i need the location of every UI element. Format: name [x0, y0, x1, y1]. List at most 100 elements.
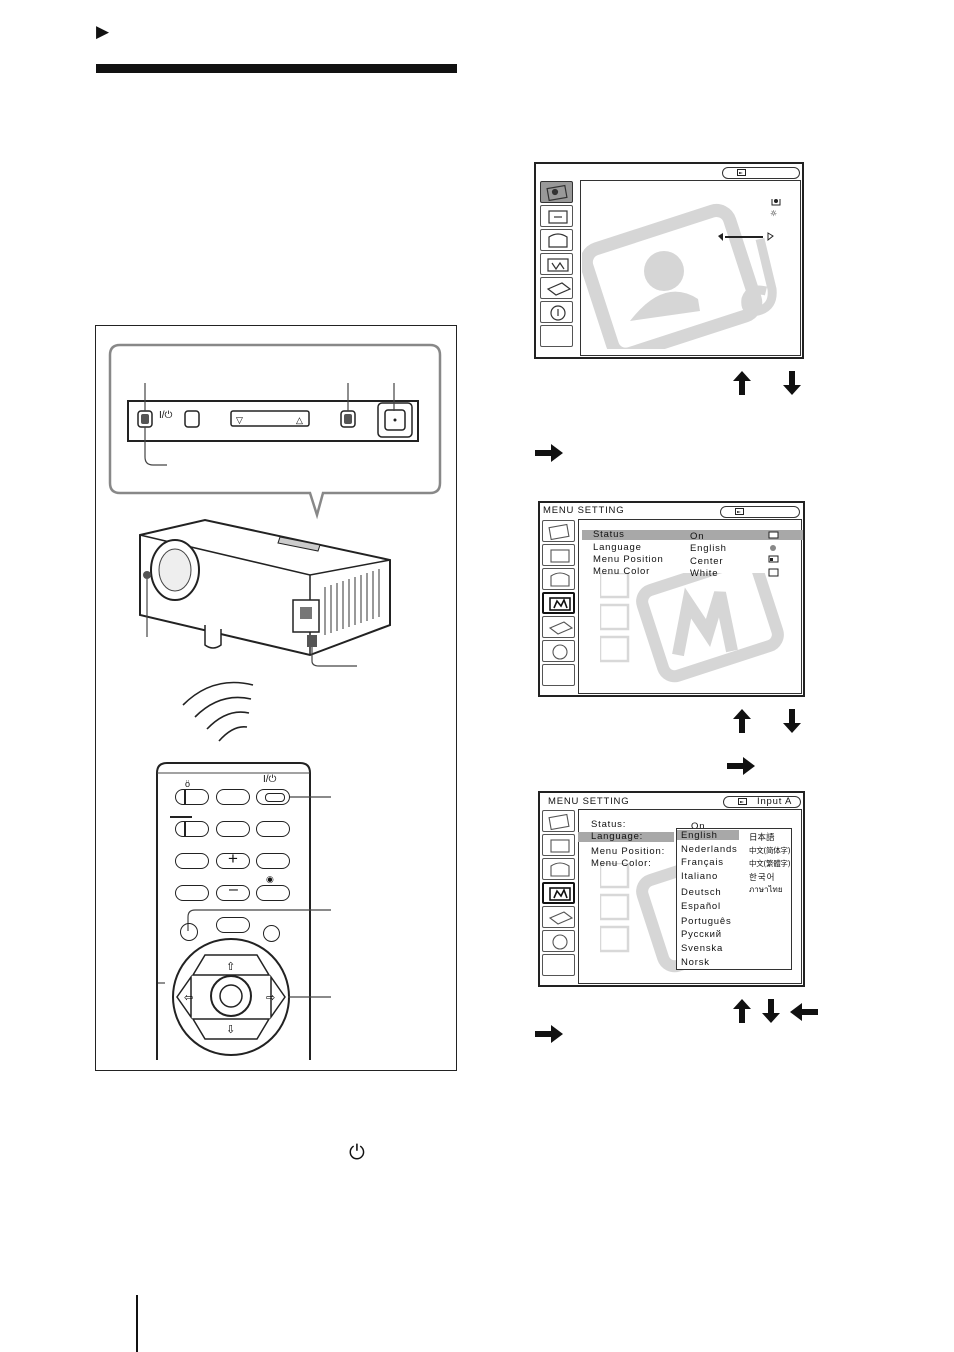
remote-button-5[interactable]	[216, 821, 250, 837]
arrow-right-icon	[535, 1025, 563, 1043]
lang-option[interactable]: Español	[681, 901, 721, 912]
projector-illustration: ▽ △ ⇧ ⇩ ⇦ ⇨	[108, 343, 442, 1060]
menu-screen-picture: ☼	[534, 162, 804, 359]
lang-option[interactable]: Italiano	[681, 871, 719, 882]
row-label-status: Status:	[591, 819, 627, 830]
row-label-menu-color: Menu Color:	[591, 858, 652, 869]
wide-bar-mark	[170, 816, 192, 818]
input-icon	[737, 169, 746, 176]
tab-setup[interactable]	[540, 277, 573, 299]
minus-sign: –	[229, 881, 238, 898]
remote-menu-button[interactable]	[180, 923, 198, 941]
tab-installation[interactable]	[542, 568, 575, 590]
svg-text:⇦: ⇦	[184, 991, 193, 1004]
row-value-status[interactable]: On	[690, 531, 705, 542]
lang-option[interactable]: Français	[681, 857, 724, 868]
arrow-up-icon	[733, 371, 751, 395]
lang-option[interactable]: Português	[681, 916, 732, 927]
remote-power-label: I/⏻	[263, 774, 277, 785]
tab-installation[interactable]	[540, 229, 573, 251]
input-indicator	[720, 506, 800, 518]
tab-icons-1	[546, 184, 572, 321]
tab-icons-2	[548, 523, 574, 660]
remote-round-button[interactable]	[263, 925, 280, 942]
tab-information[interactable]	[542, 640, 575, 662]
lang-option[interactable]: 中文(繁體字)	[749, 859, 791, 868]
lang-option[interactable]: Norsk	[681, 957, 710, 968]
svg-text:⇧: ⇧	[226, 960, 235, 973]
lang-option[interactable]: English	[681, 830, 718, 841]
row-label-language: Language:	[591, 831, 644, 842]
input-icon	[735, 508, 744, 515]
row-label-menu-position: Menu Position:	[591, 846, 666, 857]
input-indicator: Input A	[723, 796, 801, 808]
lang-option[interactable]: Русский	[681, 929, 722, 940]
lang-option[interactable]: Svenska	[681, 943, 724, 954]
tab-blank	[540, 325, 573, 347]
svg-text:⇨: ⇨	[266, 991, 275, 1004]
page-margin-rule	[136, 1295, 138, 1352]
arrow-down-icon	[762, 999, 780, 1023]
panel-power-label: I/⏻	[159, 410, 173, 421]
arrow-right-icon	[535, 444, 563, 462]
arrow-down-icon	[783, 371, 801, 395]
row-value-status: On	[691, 821, 706, 828]
tab-setup[interactable]	[542, 906, 575, 928]
input-button-mark: ö	[185, 779, 191, 789]
remote-button-12[interactable]	[256, 885, 290, 901]
language-label-highlight	[578, 832, 674, 842]
lang-option[interactable]: 한국어	[749, 873, 776, 883]
arrow-left-icon	[790, 1003, 818, 1021]
remote-reset-button[interactable]	[216, 917, 250, 933]
language-dropdown[interactable]: English Nederlands Français Italiano Deu…	[676, 828, 792, 970]
remote-button-6[interactable]	[256, 821, 290, 837]
remote-volume-plus-button[interactable]: +	[216, 849, 250, 869]
remote-wide-button[interactable]	[175, 821, 209, 837]
picture-sound-icon: ☼	[582, 199, 781, 349]
svg-text:☼: ☼	[770, 209, 777, 218]
lang-option[interactable]: 日本語	[749, 833, 775, 843]
row-value-menu-position[interactable]: Center	[690, 556, 724, 567]
lang-option[interactable]: 中文(简体字)	[749, 846, 791, 855]
remote-button-2[interactable]	[216, 789, 250, 805]
screen2-title: MENU SETTING	[543, 505, 625, 516]
lang-option[interactable]: Nederlands	[681, 844, 738, 855]
arrow-up-icon	[733, 999, 751, 1023]
tab-blank	[542, 954, 575, 976]
remote-input-button[interactable]	[175, 789, 209, 805]
heading-rule	[96, 64, 457, 73]
row-icons	[768, 531, 779, 577]
input-name: Input A	[757, 796, 793, 807]
row-label-menu-position: Menu Position	[593, 554, 664, 565]
lang-option[interactable]: Deutsch	[681, 887, 722, 898]
tab-installation[interactable]	[542, 858, 575, 880]
plus-sign: +	[228, 849, 238, 868]
input-icon	[738, 798, 747, 805]
eye-icon: ◉	[266, 874, 274, 884]
tab-icons-3	[548, 813, 574, 950]
tab-information[interactable]	[540, 301, 573, 323]
svg-text:△: △	[296, 415, 303, 425]
row-value-menu-color[interactable]: White	[690, 568, 719, 579]
arrow-down-icon	[783, 709, 801, 733]
tab-setup[interactable]	[542, 616, 575, 638]
menu-screen-menu-setting: MENU SETTING Status Language Menu Positi…	[538, 501, 805, 697]
remote-button-10[interactable]	[175, 885, 209, 901]
row-value-language[interactable]: English	[690, 543, 727, 554]
remote-button-9[interactable]	[256, 853, 290, 869]
menu-screen-language: MENU SETTING Input A Status: On Language…	[538, 791, 805, 987]
tab-information[interactable]	[542, 930, 575, 952]
arrow-right-icon	[727, 757, 755, 775]
illustration-frame	[95, 325, 457, 1071]
remote-volume-minus-button[interactable]: –	[216, 881, 250, 901]
remote-power-button[interactable]	[256, 789, 290, 805]
selected-language-highlight	[677, 830, 739, 840]
input-indicator	[722, 167, 800, 179]
remote-button-7[interactable]	[175, 853, 209, 869]
lang-option[interactable]: ภาษาไทย	[749, 885, 783, 894]
row-label-language: Language	[593, 542, 642, 553]
svg-text:▽: ▽	[236, 415, 243, 425]
menu-setting-watermark-icon	[600, 573, 784, 683]
highlight-bar	[582, 530, 803, 540]
section-marker: ▶	[96, 22, 110, 41]
